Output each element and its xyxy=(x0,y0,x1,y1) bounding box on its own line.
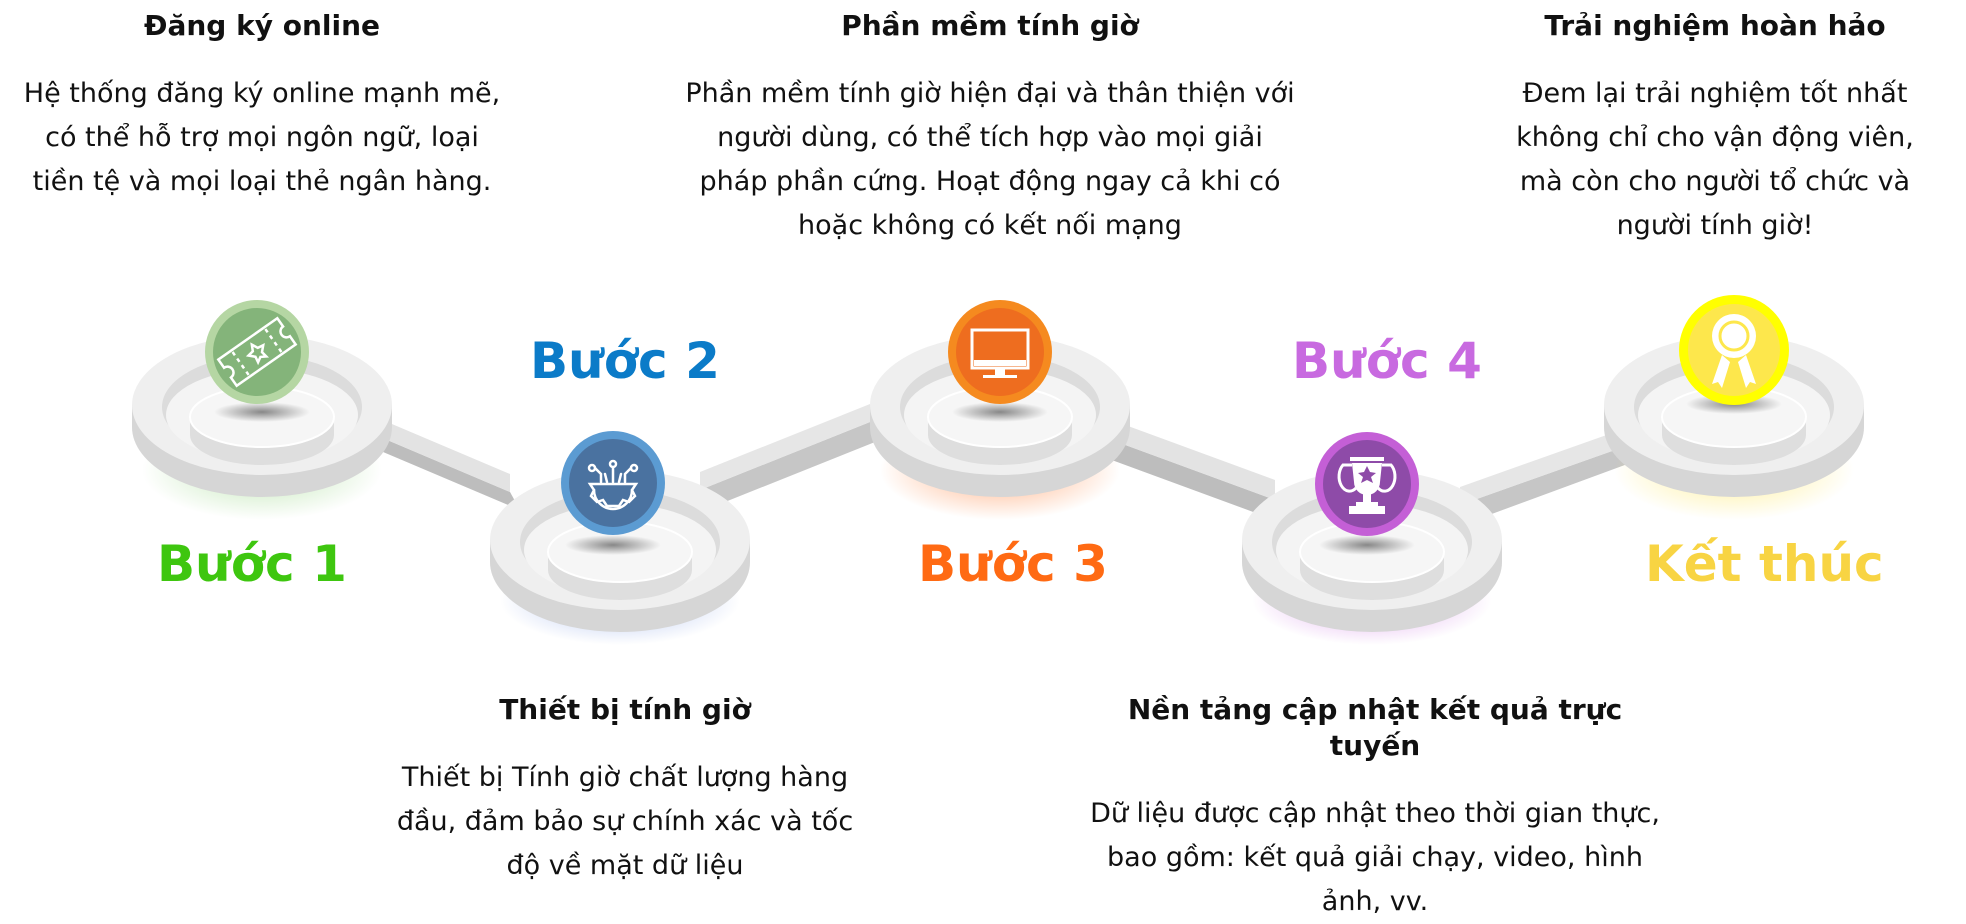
node-step-1 xyxy=(131,300,393,520)
process-diagram xyxy=(131,295,1865,645)
connector-2-3 xyxy=(700,394,905,508)
step-1-label: Bước 1 xyxy=(157,535,347,593)
connector-3-4 xyxy=(1090,412,1275,520)
step-2-description: Thiết bị tính giờ Thiết bị Tính giờ chất… xyxy=(390,692,860,888)
node-step-2 xyxy=(489,431,751,645)
circuit-gear-icon xyxy=(561,431,665,535)
ticket-icon xyxy=(205,300,309,404)
finish-label: Kết thúc xyxy=(1645,535,1884,593)
step-3-body: Phần mềm tính giờ hiện đại và thân thiện… xyxy=(685,78,1295,241)
step-1-description: Đăng ký online Hệ thống đăng ký online m… xyxy=(22,8,502,204)
finish-title: Trải nghiệm hoàn hảo xyxy=(1544,9,1886,42)
node-step-3 xyxy=(869,300,1131,520)
step-2-label: Bước 2 xyxy=(530,332,720,390)
node-finish xyxy=(1603,295,1865,520)
award-ribbon-icon xyxy=(1679,295,1789,405)
step-4-body: Dữ liệu được cập nhật theo thời gian thự… xyxy=(1090,798,1660,917)
monitor-icon xyxy=(948,300,1052,404)
node-step-4 xyxy=(1241,432,1503,645)
step-3-description: Phần mềm tính giờ Phần mềm tính giờ hiện… xyxy=(680,8,1300,248)
step-3-title: Phần mềm tính giờ xyxy=(841,9,1139,42)
finish-body: Đem lại trải nghiệm tốt nhất không chỉ c… xyxy=(1516,78,1914,241)
step-2-title: Thiết bị tính giờ xyxy=(499,693,751,726)
step-3-label: Bước 3 xyxy=(918,535,1108,593)
step-1-title: Đăng ký online xyxy=(144,9,380,42)
finish-description: Trải nghiệm hoàn hảo Đem lại trải nghiệm… xyxy=(1500,8,1930,248)
trophy-icon xyxy=(1315,432,1419,536)
step-4-title: Nền tảng cập nhật kết quả trực tuyến xyxy=(1127,693,1623,762)
step-1-body: Hệ thống đăng ký online mạnh mẽ, có thể … xyxy=(23,78,501,197)
step-4-label: Bước 4 xyxy=(1292,332,1482,390)
step-4-description: Nền tảng cập nhật kết quả trực tuyến Dữ … xyxy=(1090,692,1660,924)
step-2-body: Thiết bị Tính giờ chất lượng hàng đầu, đ… xyxy=(396,762,854,881)
